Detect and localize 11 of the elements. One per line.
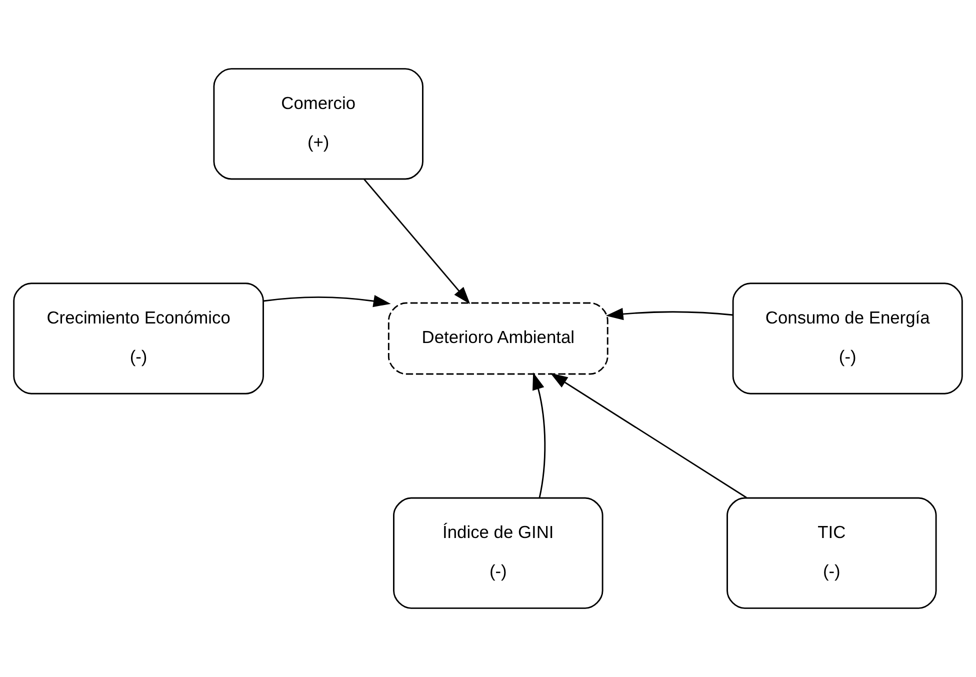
- arrow: [364, 178, 470, 304]
- arrow: [550, 373, 747, 498]
- node-box: Índice de GINI (-): [393, 497, 604, 609]
- node-box: TIC (-): [726, 497, 937, 609]
- node-box: Deterioro Ambiental: [388, 302, 608, 375]
- node-box: Comercio (+): [213, 68, 424, 180]
- arrow: [532, 372, 546, 498]
- arrow: [263, 295, 391, 308]
- node-box: Crecimiento Económico (-): [13, 282, 264, 394]
- node-box: Consumo de Energía (-): [732, 282, 963, 394]
- arrow: [606, 308, 734, 320]
